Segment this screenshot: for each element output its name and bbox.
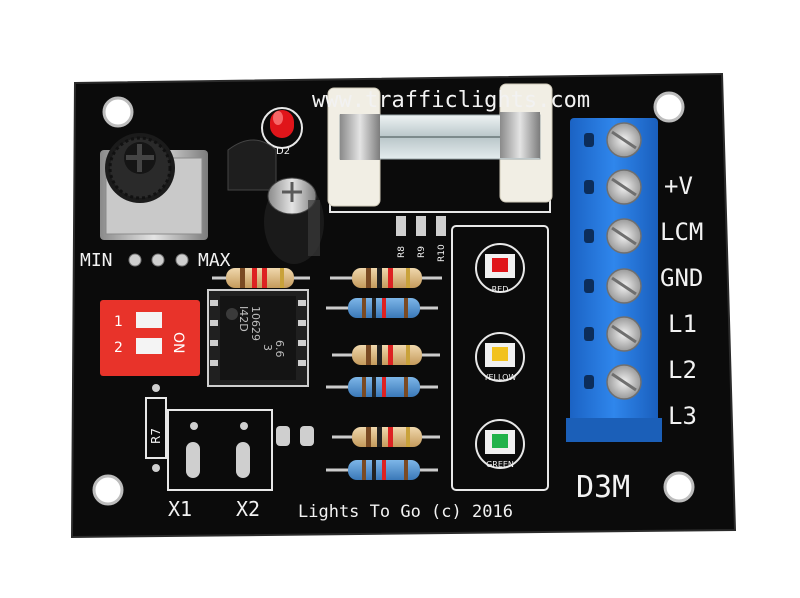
jumper-pads	[186, 422, 314, 478]
transistor	[227, 139, 277, 191]
smd-label-r8: R8	[397, 246, 407, 258]
smd-label-r9: R9	[417, 246, 427, 258]
pot-min-label: MIN	[80, 250, 113, 271]
signal-leds	[475, 243, 525, 469]
led-label-green: GREEN	[486, 460, 514, 469]
pot-pins	[128, 253, 189, 267]
led-d2-label: D2	[276, 146, 290, 157]
fuse-holder	[327, 83, 553, 207]
potentiometer[interactable]	[100, 133, 208, 267]
website-url: www.trafficlights.com	[312, 88, 590, 113]
pot-max-label: MAX	[198, 250, 231, 271]
r7-footprint	[145, 384, 167, 472]
mounting-holes	[92, 91, 695, 506]
terminal-label-lcm: LCM	[660, 218, 703, 246]
dip-switch[interactable]	[100, 300, 200, 376]
resistor-top	[212, 268, 310, 288]
terminal-label-v: +V	[664, 172, 693, 200]
dip-label-2: 2	[114, 340, 123, 356]
dip-label-on: ON	[170, 332, 186, 354]
resistors-column	[326, 268, 442, 480]
credit-line: Lights To Go (c) 2016	[298, 502, 513, 522]
led-label-red: RED	[492, 285, 509, 294]
led-label-yellow: YELLOW	[483, 373, 517, 382]
smd-label-r10: R10	[437, 244, 447, 262]
terminal-block	[566, 118, 662, 442]
terminal-label-l1: L1	[668, 310, 697, 338]
dip-label-1: 1	[114, 314, 123, 330]
model-label: D3M	[576, 470, 630, 505]
jumper-label-x1: X1	[168, 497, 192, 521]
smd-resistors	[396, 216, 446, 236]
chip-marking-2: I42D	[237, 306, 250, 332]
r7-label: R7	[149, 428, 163, 444]
terminal-label-l2: L2	[668, 356, 697, 384]
jumper-label-x2: X2	[236, 497, 260, 521]
chip-marking-4: 6.6	[273, 340, 286, 358]
terminal-label-l3: L3	[668, 402, 697, 430]
led-d2	[270, 110, 294, 138]
chip-marking-1: 10629	[249, 306, 262, 341]
capacitor	[264, 177, 324, 264]
ic-chip	[207, 289, 309, 387]
terminal-label-gnd: GND	[660, 264, 703, 292]
chip-marking-3: 3	[261, 344, 274, 351]
